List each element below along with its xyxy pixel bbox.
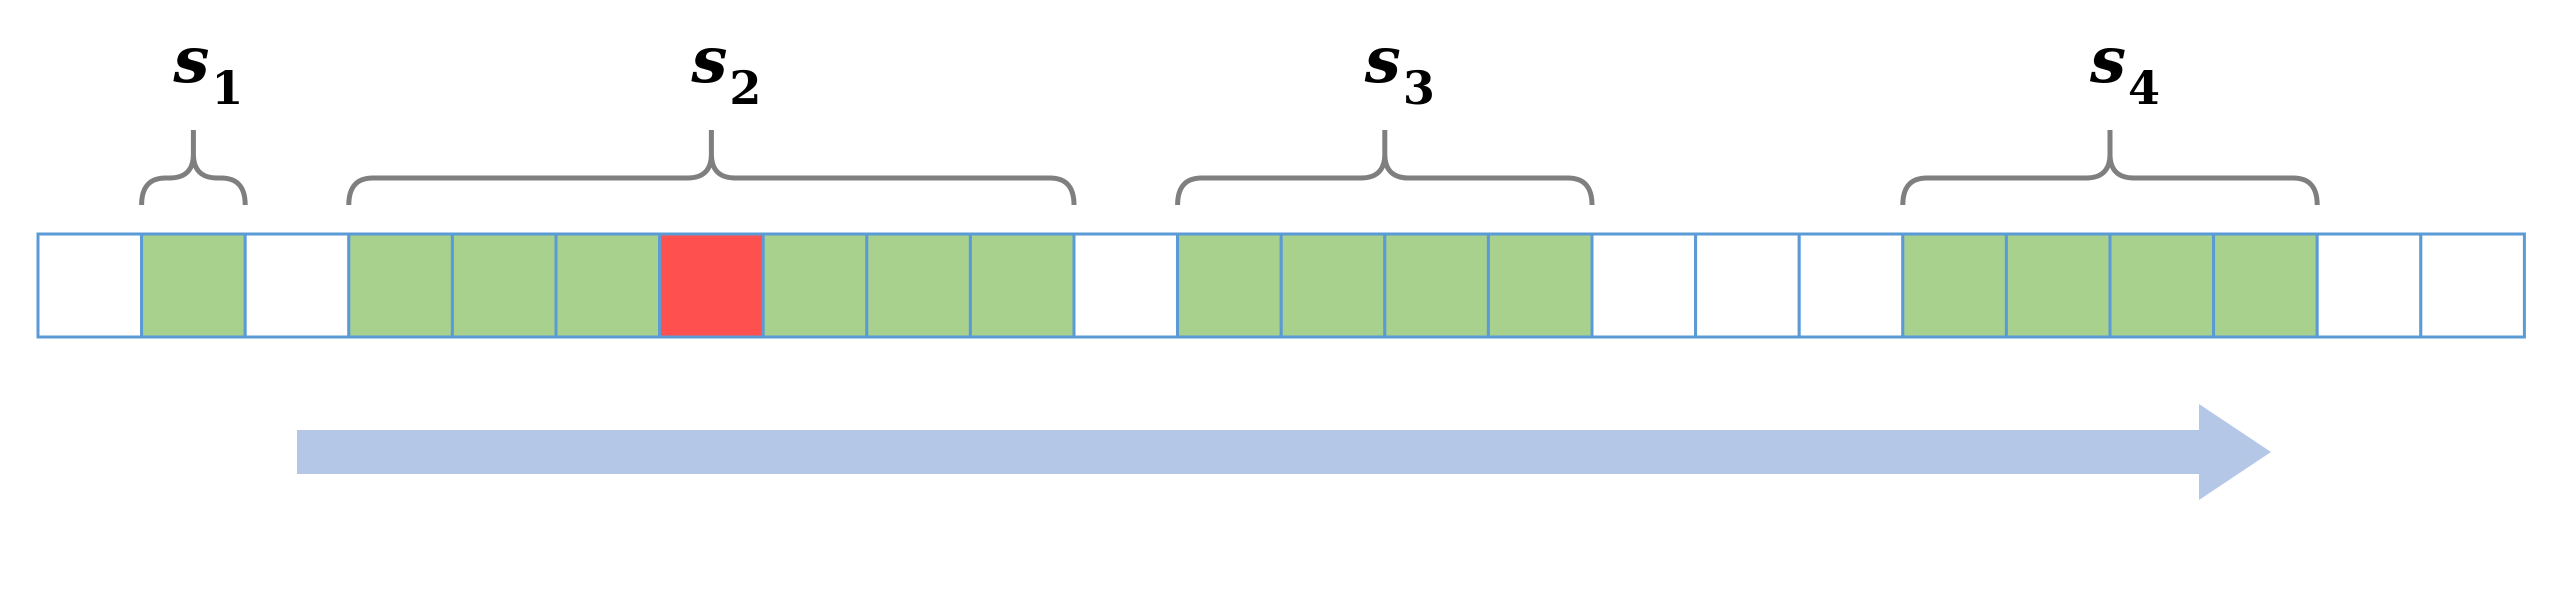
cell-empty [1797, 232, 1905, 339]
brace-segment-3 [1175, 130, 1595, 206]
direction-arrow [297, 404, 2271, 500]
brace-segment-2 [346, 130, 1077, 206]
segment-label-2: s2 [690, 23, 761, 115]
segment-label-4: s4 [2089, 23, 2160, 115]
cell-empty [243, 232, 351, 339]
cell-filled [1279, 232, 1387, 339]
cell-filled [554, 232, 662, 339]
segment-label-1: s1 [172, 23, 243, 115]
segment-label-3: s3 [1364, 23, 1435, 115]
cell-empty [2315, 232, 2423, 339]
cell-filled [761, 232, 869, 339]
brace-segment-1 [139, 130, 248, 206]
cell-filled [2212, 232, 2319, 339]
cell-empty [2419, 232, 2526, 339]
cell-filled [1383, 232, 1490, 339]
segment-braces [139, 130, 2320, 206]
cell-empty [1590, 232, 1698, 339]
cell-filled [2004, 232, 2112, 339]
brace-segment-4 [1900, 130, 2320, 206]
cell-filled [347, 232, 454, 339]
cell-filled [140, 232, 247, 339]
cell-empty [1072, 232, 1180, 339]
cell-filled [1176, 232, 1283, 339]
cell-empty [36, 232, 144, 339]
cell-strip [36, 232, 2526, 339]
cell-filled [865, 232, 972, 339]
cell-highlight [658, 232, 765, 339]
cell-filled [2108, 232, 2216, 339]
cell-filled [1486, 232, 1594, 339]
cell-filled [1901, 232, 2008, 339]
cell-filled [450, 232, 558, 339]
segment-labels: s1 s2 s3 s4 [172, 23, 2160, 115]
cell-empty [1694, 232, 1801, 339]
cell-filled [968, 232, 1076, 339]
